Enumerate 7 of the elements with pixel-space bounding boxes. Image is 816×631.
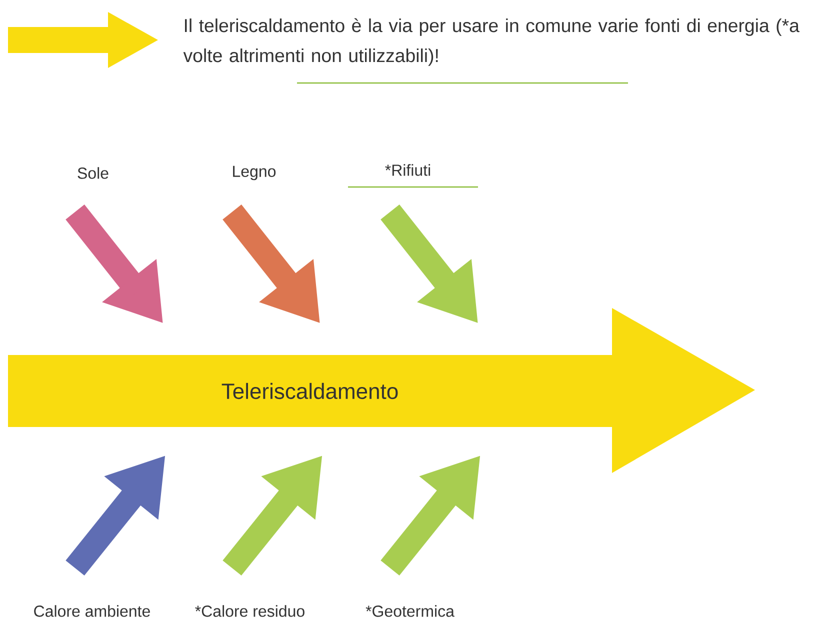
- source-label: Sole: [78, 167, 108, 179]
- source-label: *Calore residuo: [195, 605, 304, 617]
- source-label: *Geotermica: [366, 605, 454, 617]
- source-label: *Rifiuti: [385, 164, 430, 176]
- source-label: Calore ambiente: [34, 605, 150, 617]
- source-label: Legno: [233, 166, 276, 180]
- intro-text: Il teleriscaldamento è la via per usare in comune varie fonti di energia (*a volte altrimenti non utilizzabili)!: [183, 18, 800, 66]
